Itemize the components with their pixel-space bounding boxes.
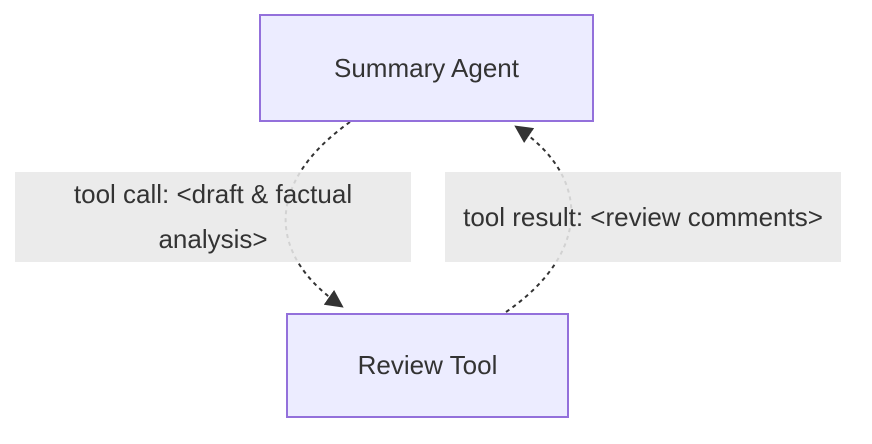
- node-review-tool: Review Tool: [286, 313, 569, 418]
- edge-label-tool-result: tool result: <review comments>: [445, 172, 841, 262]
- node-summary-agent: Summary Agent: [259, 14, 594, 122]
- edge-label-tool-call: tool call: <draft & factual analysis>: [15, 172, 411, 262]
- edge-tool-call: [284, 121, 351, 308]
- edge-tool-result: [505, 125, 573, 313]
